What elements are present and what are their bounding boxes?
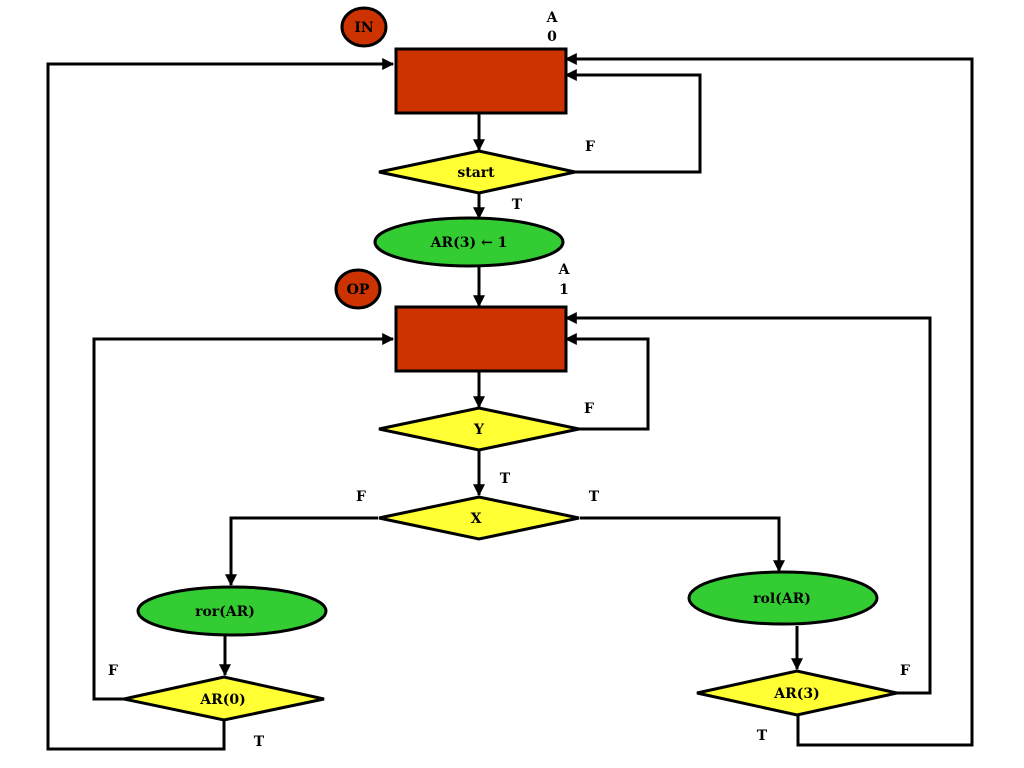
decision-y bbox=[378, 406, 580, 452]
action-ror bbox=[136, 585, 328, 637]
edge-label-x-false: F bbox=[356, 489, 366, 505]
edge-ar3-false-to-a1 bbox=[564, 312, 932, 695]
decision-x-group: X F T bbox=[356, 489, 600, 541]
edge-start-false-loop bbox=[564, 69, 702, 174]
action-ror-label: ror(AR) bbox=[195, 604, 255, 620]
edge-label-ar3-true: T bbox=[757, 728, 768, 744]
decision-ar3 bbox=[696, 669, 898, 717]
state-marker-op-label: OP bbox=[347, 282, 370, 298]
decision-start bbox=[378, 149, 576, 195]
decision-x bbox=[378, 495, 580, 541]
action-set-ar3 bbox=[373, 216, 565, 268]
decision-ar3-label: AR(3) bbox=[773, 686, 820, 702]
decision-ar0-label: AR(0) bbox=[199, 692, 246, 708]
decision-y-label: Y bbox=[473, 422, 485, 438]
edge-label-ar3-false: F bbox=[900, 663, 910, 679]
state-marker-in bbox=[340, 6, 388, 48]
edge-label-ar0-true: T bbox=[254, 734, 265, 750]
action-rol-label: rol(AR) bbox=[753, 591, 811, 607]
edge-ar3-true-to-a0 bbox=[564, 53, 974, 747]
action-ror-group: ror(AR) bbox=[136, 585, 328, 637]
state-in: IN A 0 bbox=[340, 6, 568, 115]
edge-ar0-true-to-a0 bbox=[46, 58, 395, 751]
state-marker-op bbox=[334, 268, 382, 310]
decision-x-label: X bbox=[471, 511, 482, 527]
edge-label-start-true: T bbox=[512, 197, 523, 213]
edge-x-true-to-rol bbox=[580, 516, 785, 573]
edges bbox=[46, 53, 974, 751]
edge-label-start-false: F bbox=[585, 139, 595, 155]
state-op: OP A 1 bbox=[334, 262, 571, 373]
state-code-a1-line1: A bbox=[558, 262, 571, 278]
state-marker-in-label: IN bbox=[354, 20, 374, 36]
state-code-a0-line1: A bbox=[546, 10, 559, 26]
action-set-ar3-group: AR(3) ← 1 bbox=[373, 216, 565, 268]
edge-label-y-true: T bbox=[500, 471, 511, 487]
state-code-a0-line2: 0 bbox=[547, 29, 557, 45]
state-box-a1 bbox=[394, 305, 568, 373]
edge-ar0-false-to-a1 bbox=[92, 333, 395, 701]
edge-label-ar0-false: F bbox=[108, 663, 118, 679]
decision-ar0 bbox=[123, 675, 325, 722]
decision-ar0-group: AR(0) F T bbox=[108, 663, 325, 750]
edge-y-false-loop bbox=[564, 333, 650, 431]
decision-start-group: start F T bbox=[378, 139, 595, 213]
edge-x-false-to-ror bbox=[225, 516, 378, 587]
edge-label-y-false: F bbox=[584, 401, 594, 417]
decision-start-label: start bbox=[457, 165, 495, 181]
action-rol-group: rol(AR) bbox=[687, 570, 879, 626]
decision-ar3-group: AR(3) F T bbox=[696, 663, 910, 744]
action-rol bbox=[687, 570, 879, 626]
edge-label-x-true: T bbox=[589, 489, 600, 505]
state-box-a0 bbox=[394, 47, 568, 115]
action-set-ar3-label: AR(3) ← 1 bbox=[430, 235, 508, 251]
decision-y-group: Y F T bbox=[378, 401, 594, 487]
state-code-a1-line2: 1 bbox=[559, 282, 569, 298]
